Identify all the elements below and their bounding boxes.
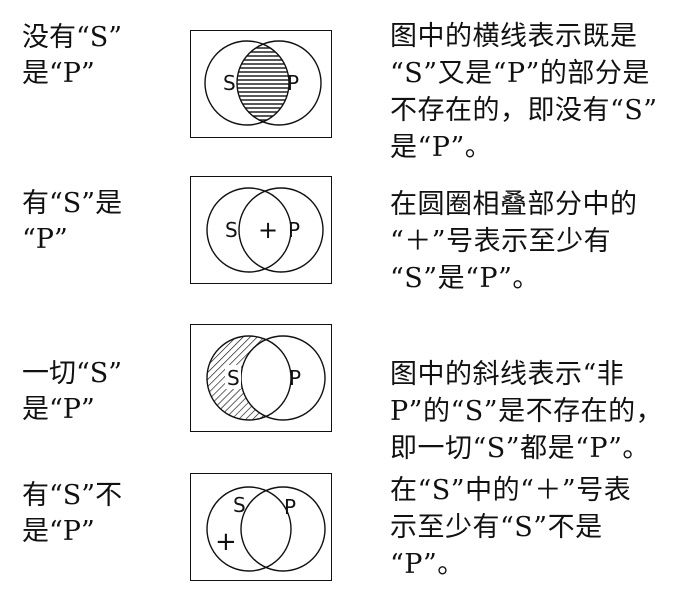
p-circle xyxy=(238,187,324,273)
s-only-diagonal-shading xyxy=(207,336,291,420)
row-3-description: 图中的斜线表示“非 P”的“S”是不存在的， 即一切“S”都是“P”。 xyxy=(390,359,664,464)
p-circle xyxy=(236,40,322,126)
s-circle xyxy=(206,486,292,572)
s-letter: S xyxy=(227,366,240,390)
s-letter-backdrop xyxy=(225,365,241,389)
s-letter: S xyxy=(233,493,246,517)
row-3-label: 一切“S” 是“P” xyxy=(22,358,123,425)
s-circle xyxy=(206,187,292,273)
row-2-description: 在圆圈相叠部分中的 “＋”号表示至少有 “S”是“P”。 xyxy=(390,189,638,294)
s-letter: S xyxy=(225,218,238,242)
row-2-label: 有“S”是 “P” xyxy=(22,188,123,255)
row-1-label: 没有“S” 是“P” xyxy=(22,22,123,89)
venn-diagram-all-s-is-p: S P xyxy=(190,324,332,432)
p-letter: P xyxy=(289,366,301,390)
venn-diagram-no-s-is-p: S P xyxy=(190,30,332,138)
intersection-horizontal-shading xyxy=(237,41,289,125)
p-letter: P xyxy=(288,218,300,242)
row-4-label: 有“S”不 是“P” xyxy=(22,480,123,547)
row-1-description: 图中的横线表示既是 “S”又是“P”的部分是 不存在的，即没有“S” 是“P”。 xyxy=(390,21,658,163)
row-4-description: 在“S”中的“＋”号表 示至少有“S”不是 “P”。 xyxy=(390,475,632,580)
s-circle xyxy=(204,40,290,126)
p-circle xyxy=(240,486,326,572)
s-letter: S xyxy=(223,71,236,95)
s-circle xyxy=(206,335,292,421)
venn-diagram-some-s-is-not-p: S P + xyxy=(190,473,332,581)
venn-diagram-some-s-is-p: S P + xyxy=(190,176,332,284)
plus-mark: + xyxy=(215,527,237,557)
p-letter: P xyxy=(287,71,299,95)
plus-mark: + xyxy=(258,216,278,244)
p-letter: P xyxy=(284,495,296,519)
